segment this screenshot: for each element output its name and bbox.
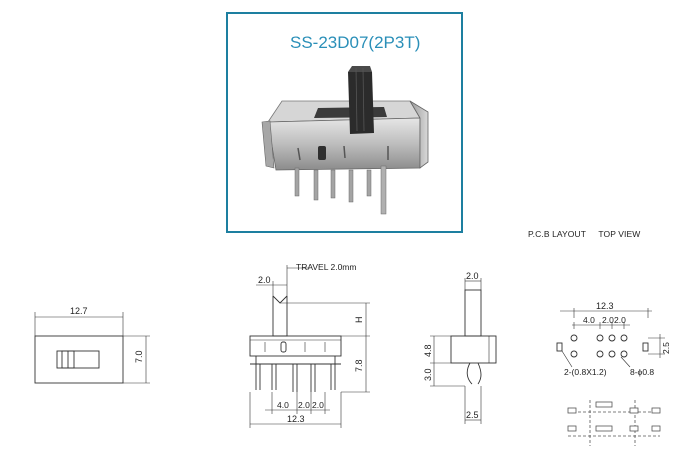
front-pin-width: 2.0 bbox=[258, 275, 271, 285]
side-upper-height: 4.8 bbox=[423, 344, 433, 357]
top-view-drawing bbox=[34, 312, 150, 384]
front-pitch-a: 4.0 bbox=[277, 400, 289, 410]
front-body-height: 7.8 bbox=[354, 359, 364, 372]
side-bottom-width: 2.5 bbox=[466, 410, 479, 420]
pcb-pitch-a: 4.0 bbox=[583, 315, 595, 325]
top-view-height: 7.0 bbox=[134, 350, 144, 363]
pcb-pitch-b: 2.0 bbox=[602, 315, 614, 325]
front-pitch-b: 2.0 bbox=[298, 400, 310, 410]
front-view-drawing bbox=[249, 265, 370, 428]
pcb-pitch-c: 2.0 bbox=[614, 315, 626, 325]
pcb-layout-label: P.C.B LAYOUT bbox=[528, 229, 587, 239]
front-h-label: H bbox=[354, 317, 364, 324]
side-lower-height: 3.0 bbox=[423, 368, 433, 381]
top-view-label: TOP VIEW bbox=[598, 229, 641, 239]
top-view-width: 12.7 bbox=[70, 306, 88, 316]
pcb-slot-note: 2-(0.8X1.2) bbox=[564, 367, 607, 377]
pcb-layout-drawing bbox=[556, 308, 665, 368]
front-overall: 12.3 bbox=[287, 414, 305, 424]
model-title: SS-23D07(2P3T) bbox=[290, 33, 421, 52]
pcb-overall: 12.3 bbox=[596, 301, 614, 311]
side-view-drawing bbox=[430, 278, 497, 424]
pcb-row-gap: 2.5 bbox=[661, 342, 671, 354]
pcb-hole-note: 8-ϕ0.8 bbox=[630, 367, 654, 377]
front-pitch-c: 2.0 bbox=[312, 400, 324, 410]
circuit-schematic bbox=[567, 400, 661, 446]
front-travel: TRAVEL 2.0mm bbox=[296, 262, 356, 272]
side-top-width: 2.0 bbox=[466, 271, 479, 281]
switch-photo bbox=[261, 66, 429, 215]
pcb-caption: P.C.B LAYOUT TOP VIEW bbox=[528, 229, 640, 239]
